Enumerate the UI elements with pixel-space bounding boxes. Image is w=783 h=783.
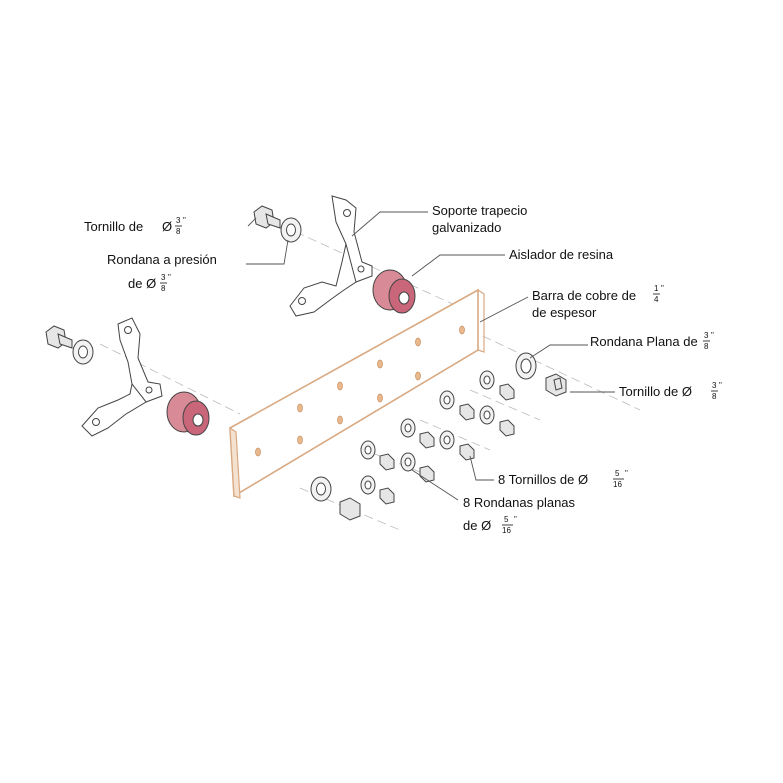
flat-washer bbox=[360, 475, 376, 495]
label-bracket: Soporte trapecio galvanizado bbox=[432, 203, 527, 235]
fraction-numerator: 1 bbox=[654, 284, 659, 293]
bolt bbox=[459, 403, 475, 421]
leader-lines bbox=[246, 211, 615, 501]
left-lock-washer bbox=[72, 339, 94, 365]
flat-washer-large bbox=[310, 476, 332, 502]
left-bolt-3-8 bbox=[45, 325, 73, 349]
right-bolt-3-8 bbox=[545, 373, 567, 397]
label-text: Soporte trapecio bbox=[432, 203, 527, 218]
label-top-bolt: Tornillo de Ø 3 8 " bbox=[84, 216, 186, 236]
inch-mark: " bbox=[514, 515, 517, 524]
bolt-large bbox=[339, 497, 361, 521]
flat-washer bbox=[400, 418, 416, 438]
inch-mark: " bbox=[183, 216, 186, 225]
fraction-numerator: 3 bbox=[704, 331, 709, 340]
bolt bbox=[419, 431, 435, 449]
label-text: Rondana Plana de bbox=[590, 334, 698, 349]
flat-washer bbox=[400, 452, 416, 472]
inch-mark: " bbox=[719, 381, 722, 390]
flat-washer bbox=[439, 430, 455, 450]
inch-mark: " bbox=[711, 331, 714, 340]
flat-washer bbox=[439, 390, 455, 410]
label-lock-washer: Rondana a presión de Ø 3 8 " bbox=[107, 252, 217, 293]
fraction-numerator: 5 bbox=[504, 515, 509, 524]
label-text: 8 Tornillos de Ø bbox=[498, 472, 588, 487]
top-lock-washer bbox=[280, 217, 302, 243]
label-text: de Ø bbox=[463, 518, 491, 533]
fraction-denominator: 16 bbox=[502, 526, 511, 535]
top-bolt-3-8 bbox=[253, 205, 281, 229]
bolt bbox=[459, 443, 475, 461]
label-text: de Ø bbox=[128, 276, 156, 291]
copper-bar bbox=[229, 288, 485, 499]
label-text: Aislador de resina bbox=[509, 247, 614, 262]
fraction-denominator: 8 bbox=[704, 342, 709, 351]
bolts-5-16 bbox=[339, 383, 515, 521]
label-insulator: Aislador de resina bbox=[509, 247, 614, 262]
label-text: de espesor bbox=[532, 305, 597, 320]
label-text: Rondana a presión bbox=[107, 252, 217, 267]
fraction-numerator: 3 bbox=[176, 216, 181, 225]
bolt bbox=[499, 419, 515, 437]
label-text: 8 Rondanas planas bbox=[463, 495, 576, 510]
fraction-denominator: 8 bbox=[176, 227, 181, 236]
fraction-denominator: 4 bbox=[654, 295, 659, 304]
fraction-denominator: 16 bbox=[613, 480, 622, 489]
right-flat-washer bbox=[515, 352, 537, 380]
label-eight-bolts: 8 Tornillos de Ø 5 16 " bbox=[498, 469, 628, 489]
fraction-denominator: 8 bbox=[161, 284, 166, 293]
label-flat-washer-3-8: Rondana Plana de 3 8 " bbox=[590, 331, 714, 351]
lower-trapezoid-bracket bbox=[81, 317, 163, 437]
fraction-numerator: 3 bbox=[712, 381, 717, 390]
label-right-bolt: Tornillo de Ø 3 8 " bbox=[619, 381, 722, 401]
flat-washer bbox=[479, 405, 495, 425]
label-text: galvanizado bbox=[432, 220, 501, 235]
bolt bbox=[499, 383, 515, 401]
fraction-denominator: 8 bbox=[712, 392, 717, 401]
upper-trapezoid-bracket bbox=[289, 195, 373, 317]
flat-washers-5-16 bbox=[310, 370, 495, 502]
fraction-numerator: 5 bbox=[615, 469, 620, 478]
fraction-numerator: 3 bbox=[161, 273, 166, 282]
bolt bbox=[379, 487, 395, 505]
label-eight-washers: 8 Rondanas planas de Ø 5 16 " bbox=[463, 495, 576, 535]
resin-insulator-upper bbox=[372, 269, 416, 314]
inch-mark: " bbox=[661, 284, 664, 293]
diameter-symbol: Ø bbox=[162, 219, 172, 234]
label-text: Tornillo de bbox=[84, 219, 143, 234]
label-text: Barra de cobre de bbox=[532, 288, 636, 303]
inch-mark: " bbox=[625, 469, 628, 478]
label-copper-bar: Barra de cobre de 1 4 " de espesor bbox=[532, 284, 664, 320]
flat-washer bbox=[360, 440, 376, 460]
inch-mark: " bbox=[168, 273, 171, 282]
label-text: Tornillo de Ø bbox=[619, 384, 692, 399]
resin-insulator-lower bbox=[166, 391, 210, 436]
flat-washer bbox=[479, 370, 495, 390]
bolt bbox=[379, 453, 395, 471]
